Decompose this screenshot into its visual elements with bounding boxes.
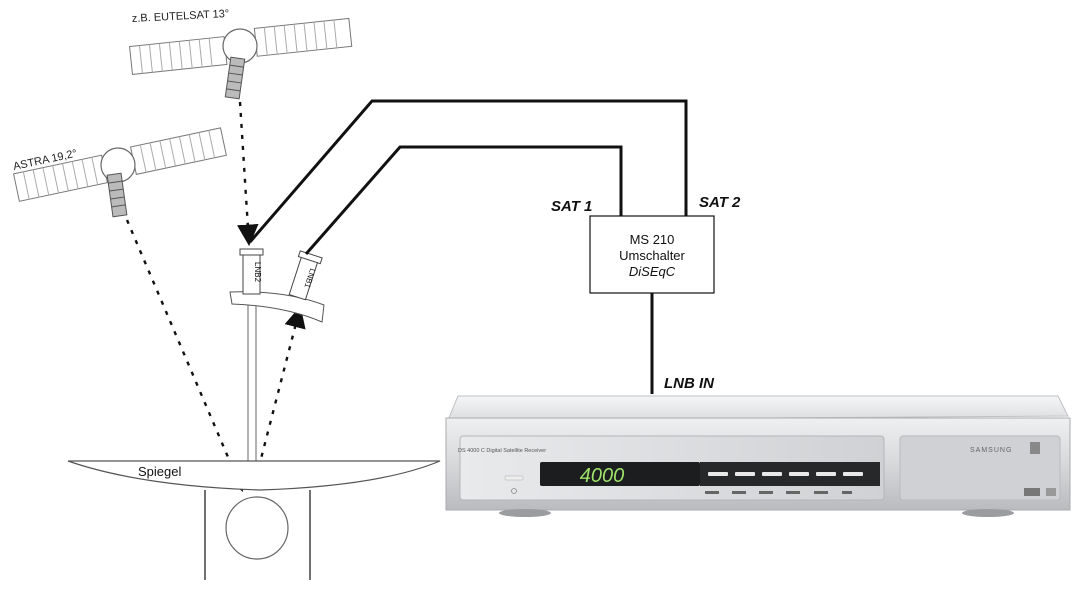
label-eutelsat: z.B. EUTELSAT 13° <box>132 8 230 25</box>
satellite-eutelsat <box>129 17 353 100</box>
port-sat1-label: SAT 1 <box>551 198 592 215</box>
front-button-6 <box>843 472 863 476</box>
mirror-dish <box>67 460 441 580</box>
receiver-foot-left <box>499 509 551 517</box>
lnb2: LNB2 <box>239 248 264 295</box>
front-button-2 <box>735 472 755 476</box>
lnb-mount <box>229 291 325 462</box>
receiver-display <box>540 462 700 486</box>
signal-eutelsat-to-lnb2 <box>236 101 259 247</box>
cable-lnb1-to-sat1 <box>304 145 623 255</box>
satellite-receiver: DS 4000 C Digital Satellite Receiver SAM… <box>445 395 1071 517</box>
signal-astra-to-mirror <box>125 219 245 492</box>
cable-lnb2-to-sat2 <box>248 99 688 243</box>
satellite-astra <box>12 127 227 218</box>
signal-paths <box>125 101 306 492</box>
receiver-display-value: 4000 <box>580 465 625 487</box>
receiver-brand: SAMSUNG <box>970 447 1012 454</box>
signal-mirror-to-lnb1 <box>254 305 306 479</box>
switch-line2: Umschalter <box>619 248 685 263</box>
front-button-1 <box>708 472 728 476</box>
cables <box>248 99 688 394</box>
switch-line1: MS 210 <box>630 232 675 247</box>
front-button-5 <box>816 472 836 476</box>
receiver-model: DS 4000 C Digital Satellite Receiver <box>458 448 546 454</box>
port-lnb-in-label: LNB IN <box>664 375 715 392</box>
front-button-3 <box>762 472 782 476</box>
receiver-foot-right <box>962 509 1014 517</box>
power-button <box>504 475 524 481</box>
lnb1: LNB1 <box>288 250 323 301</box>
mirror-label: Spiegel <box>138 464 181 479</box>
diseqc-switch-box: MS 210 Umschalter DiSEqC <box>589 215 715 294</box>
receiver-logo-icon <box>1030 442 1040 454</box>
port-sat2-label: SAT 2 <box>699 194 741 211</box>
standby-indicator <box>511 488 517 494</box>
lnb2-label: LNB2 <box>253 262 262 283</box>
front-button-4 <box>789 472 809 476</box>
switch-line3: DiSEqC <box>629 264 676 279</box>
receiver-badge-icon <box>1024 488 1040 496</box>
